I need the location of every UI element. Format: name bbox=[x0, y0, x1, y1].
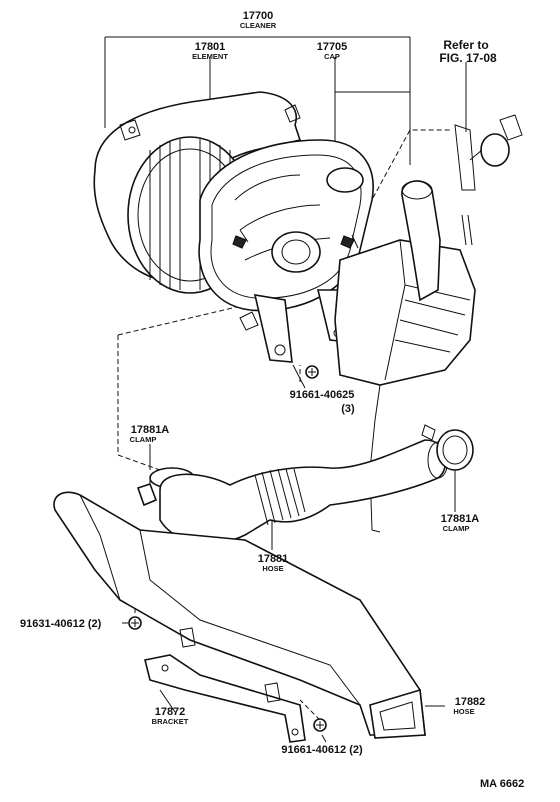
clamp-right-name: CLAMP bbox=[443, 524, 470, 533]
air-cleaner-cap bbox=[198, 139, 374, 363]
hose-duct-number: 17882 bbox=[455, 696, 486, 708]
bolt-bottom-text: 91661-40612 (2) bbox=[281, 744, 363, 756]
element-name: ELEMENT bbox=[192, 52, 228, 61]
bracket-number: 17872 bbox=[155, 706, 186, 718]
label-element: 17801 ELEMENT bbox=[192, 41, 228, 61]
label-cap: 17705 CAP bbox=[317, 41, 348, 61]
label-bolt-bottom: 91661-40612 (2) bbox=[281, 744, 363, 756]
label-clamp-left: 17881A CLAMP bbox=[130, 424, 170, 444]
bracket-name: BRACKET bbox=[152, 717, 189, 726]
label-bolt-left: 91631-40612 (2) bbox=[20, 618, 102, 630]
bolt-marker-cap bbox=[305, 365, 319, 379]
element-number: 17801 bbox=[195, 41, 226, 53]
bolt-marker-left bbox=[128, 616, 142, 630]
refer-line1: Refer to bbox=[443, 38, 488, 52]
figure-code: MA 6662 bbox=[480, 778, 524, 790]
label-hose: 17881 HOSE bbox=[258, 553, 289, 573]
cap-number: 17705 bbox=[317, 41, 348, 53]
label-refer: Refer to FIG. 17-08 bbox=[439, 38, 497, 65]
cleaner-number: 17700 bbox=[243, 10, 274, 22]
bolt-cap-number: 91661-40625 bbox=[290, 389, 355, 401]
hose-17881 bbox=[159, 439, 449, 545]
hose-number: 17881 bbox=[258, 553, 289, 565]
bracket-17872 bbox=[144, 627, 306, 743]
clamp-left-name: CLAMP bbox=[130, 435, 157, 444]
label-bolt-cap: 91661-40625 (3) bbox=[290, 389, 355, 415]
refer-line2: FIG. 17-08 bbox=[439, 51, 497, 65]
bolt-left-text: 91631-40612 (2) bbox=[20, 618, 102, 630]
hose-duct-name: HOSE bbox=[453, 707, 474, 716]
label-hose-duct: 17882 HOSE bbox=[453, 696, 485, 716]
cap-name: CAP bbox=[324, 52, 340, 61]
label-clamp-right: 17881A CLAMP bbox=[441, 513, 480, 533]
resonator-box bbox=[334, 180, 476, 533]
clamp-right bbox=[421, 424, 474, 471]
clamp-right-number: 17881A bbox=[441, 513, 480, 525]
label-bracket: 17872 BRACKET bbox=[152, 706, 189, 726]
duct-hose-17882 bbox=[53, 491, 426, 739]
bolt-cap-qty: (3) bbox=[341, 403, 355, 415]
bolt-marker-bottom bbox=[313, 718, 327, 732]
vacuum-switch bbox=[454, 114, 523, 246]
cleaner-name: CLEANER bbox=[240, 21, 277, 30]
clamp-left-number: 17881A bbox=[131, 424, 170, 436]
label-cleaner: 17700 CLEANER bbox=[240, 10, 277, 30]
leader-lines bbox=[104, 36, 467, 743]
hose-name: HOSE bbox=[262, 564, 283, 573]
